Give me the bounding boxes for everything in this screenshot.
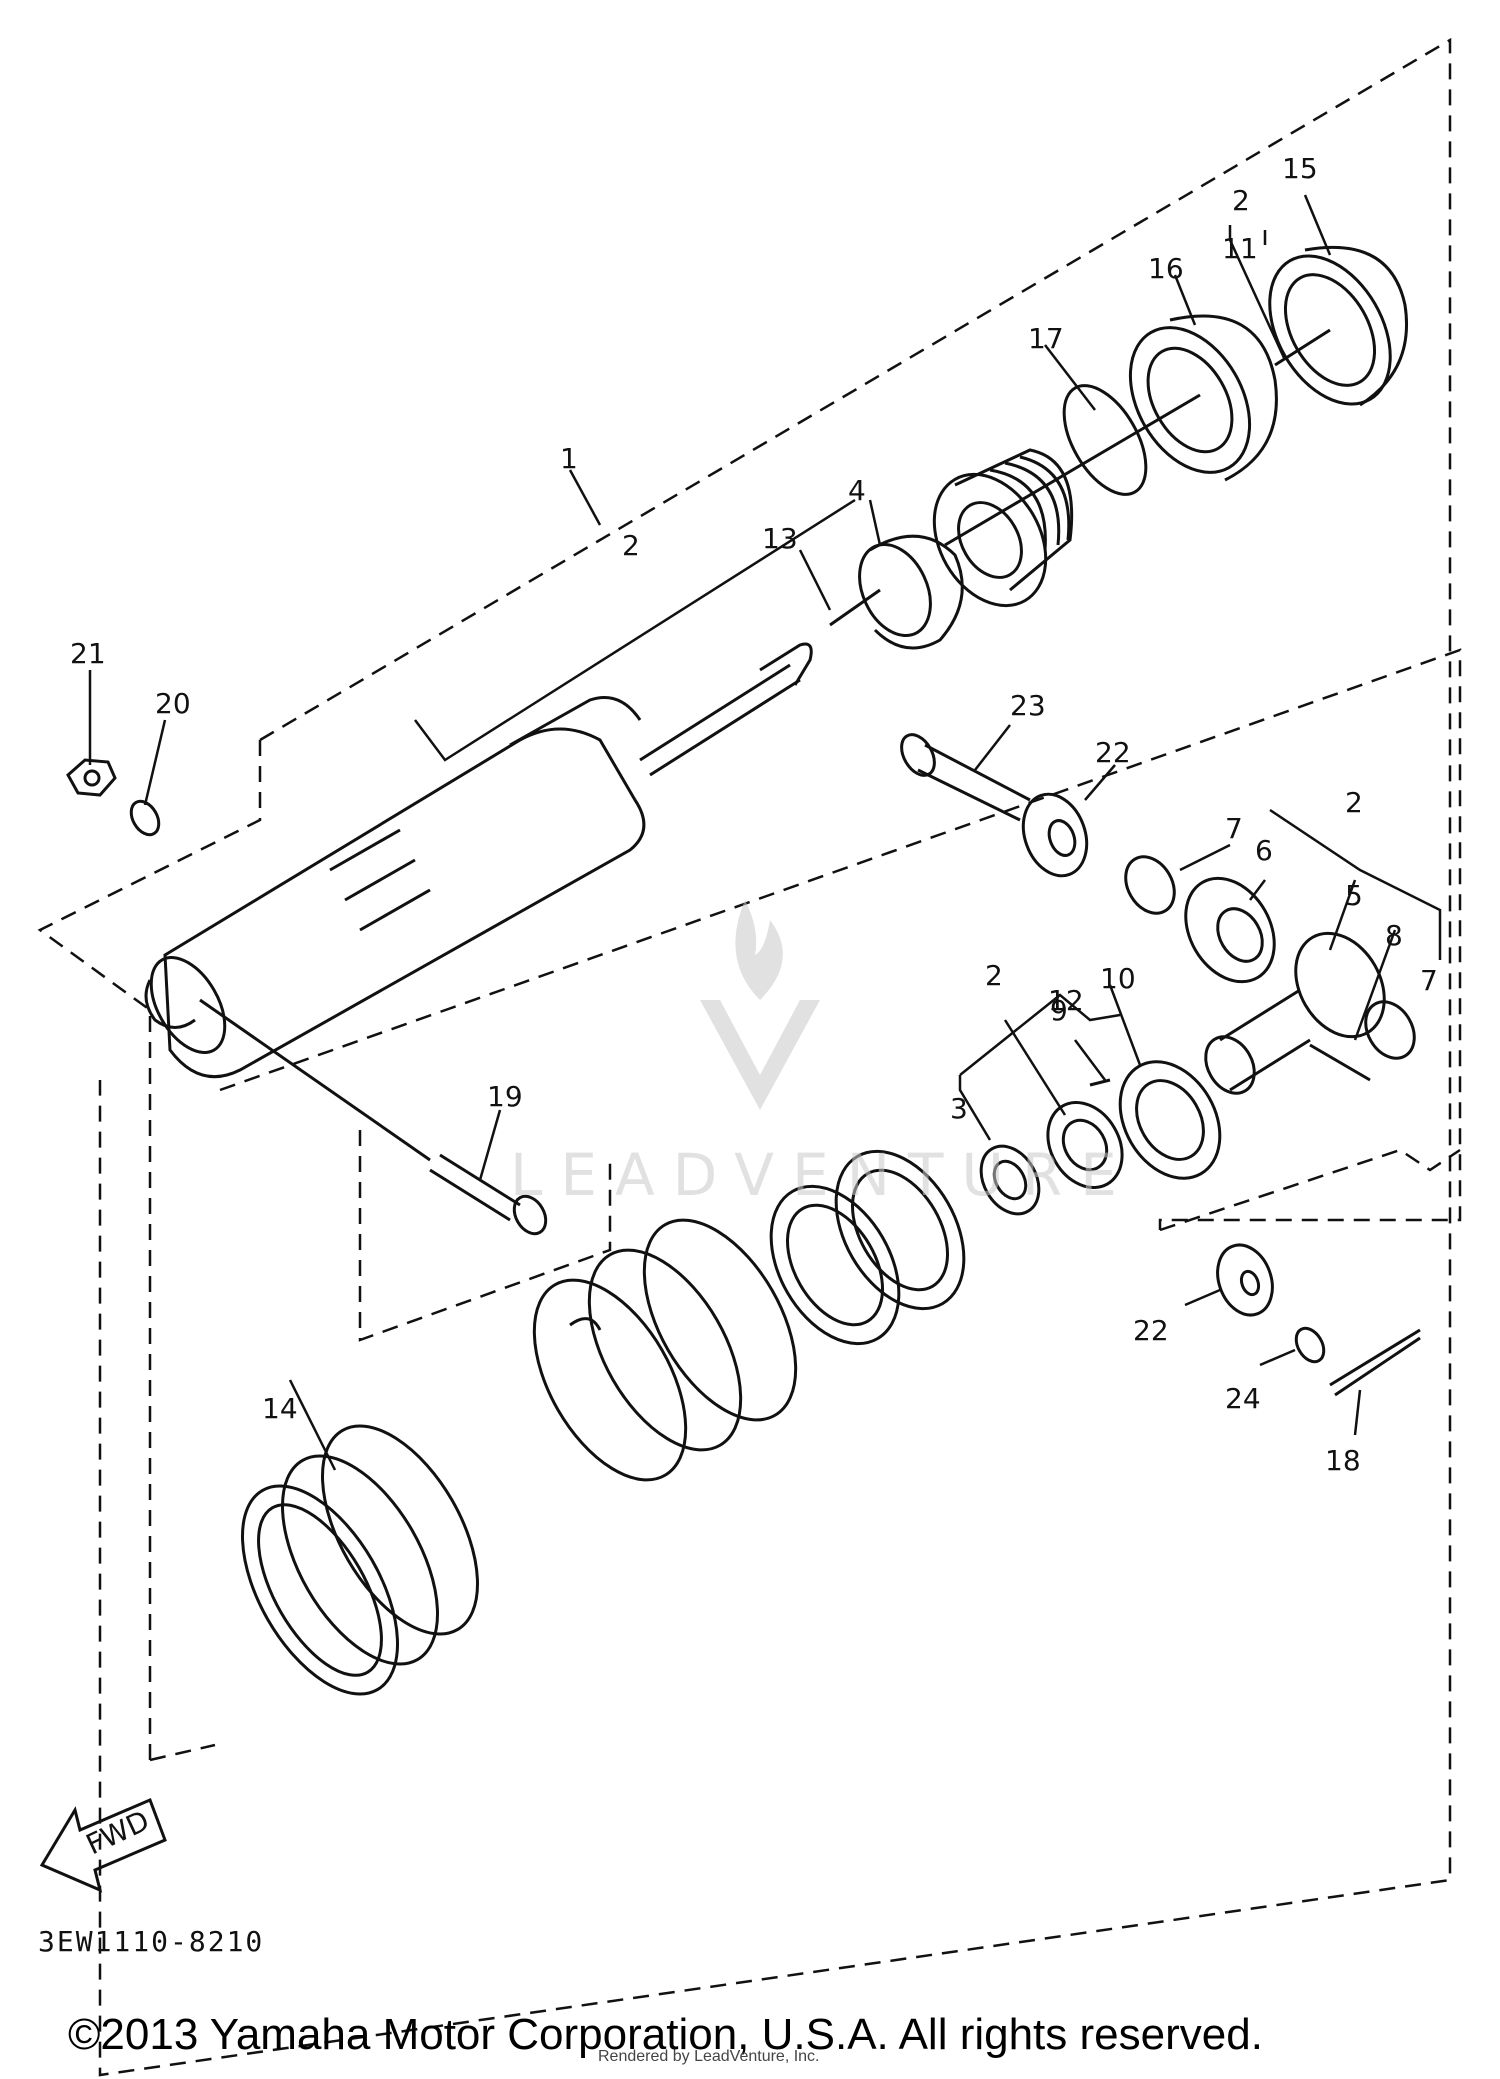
callout-1: 1 (560, 442, 578, 475)
callout-22-lower: 22 (1133, 1314, 1169, 1347)
callout-7-upper: 7 (1225, 812, 1243, 845)
callout-21: 21 (70, 637, 106, 670)
watermark-text: LEADVENTURE (510, 1141, 1135, 1209)
callout-13: 13 (762, 522, 798, 555)
callouts: 1 2 2 2 2 3 4 5 6 7 7 8 9 10 11 12 13 14… (70, 152, 1438, 1477)
part-23-bolt (900, 733, 1031, 822)
diagram-code: 3EW1110-8210 (38, 1925, 265, 1958)
leader-lines (88, 194, 1442, 1471)
fwd-arrow-icon: FWD (39, 1798, 167, 1893)
part-22-washer-upper (1021, 792, 1089, 878)
copyright-notice: ©2013 Yamaha Motor Corporation, U.S.A. A… (68, 2010, 1263, 2059)
callout-2-mid: 2 (985, 959, 1003, 992)
part-4-bump-rubber (858, 534, 964, 650)
callout-24: 24 (1225, 1382, 1261, 1415)
part-17-circlip (1062, 384, 1148, 496)
part-16-housing (1128, 314, 1278, 482)
part-5-lower-eye (1204, 931, 1386, 1095)
part-9-adjuster (1046, 1100, 1124, 1190)
callout-23: 23 (1010, 689, 1046, 722)
callout-16: 16 (1148, 252, 1184, 285)
callout-15: 15 (1282, 152, 1318, 185)
part-6-bushing (1184, 876, 1276, 984)
callout-9: 9 (1050, 994, 1068, 1027)
callout-17: 17 (1028, 322, 1064, 355)
callout-3: 3 (950, 1092, 968, 1125)
part-12-key (1089, 1078, 1111, 1087)
callout-14: 14 (262, 1392, 298, 1425)
part-3-bearing (979, 1144, 1041, 1216)
callout-4: 4 (848, 474, 866, 507)
callout-2-right: 2 (1345, 786, 1363, 819)
callout-2-top: 2 (1232, 184, 1250, 217)
callout-8: 8 (1385, 919, 1403, 952)
callout-6: 6 (1255, 834, 1273, 867)
part-7-collar-right (1364, 1000, 1416, 1060)
main-spring (532, 1218, 798, 1482)
part-18-cotter-pin (1329, 1328, 1421, 1397)
assembly-boundary (37, 37, 1452, 2077)
callout-2-upper: 2 (622, 529, 640, 562)
shaft-line (944, 393, 1201, 547)
callout-10: 10 (1100, 962, 1136, 995)
callout-20: 20 (155, 687, 191, 720)
part-10-ring-nut (1118, 1060, 1222, 1180)
callout-11: 11 (1222, 232, 1258, 265)
part-20-washer (129, 799, 161, 837)
part-24-washer (1294, 1326, 1326, 1364)
part-21-nut (66, 758, 117, 797)
leadventure-watermark: LEADVENTURE (510, 900, 1135, 1209)
shock-absorber-body (144, 642, 813, 1079)
callout-22-upper: 22 (1095, 736, 1131, 769)
part-7-collar-left (1124, 855, 1176, 915)
callout-12: 12 (1048, 984, 1084, 1017)
part-adjuster-cap (932, 448, 1074, 608)
part-8-pin (1309, 1043, 1371, 1082)
callout-19: 19 (487, 1080, 523, 1113)
inner-boundary (219, 648, 1462, 1342)
part-22-washer-lower (1216, 1243, 1274, 1317)
spring-seats (769, 1149, 966, 1346)
callout-7-right: 7 (1420, 964, 1438, 997)
part-13-rod (829, 588, 881, 627)
rendered-by-credit: Rendered by LeadVenture, Inc. (598, 2048, 820, 2065)
callout-18: 18 (1325, 1444, 1361, 1477)
part-14-spring (241, 1424, 479, 1696)
callout-5: 5 (1345, 879, 1363, 912)
